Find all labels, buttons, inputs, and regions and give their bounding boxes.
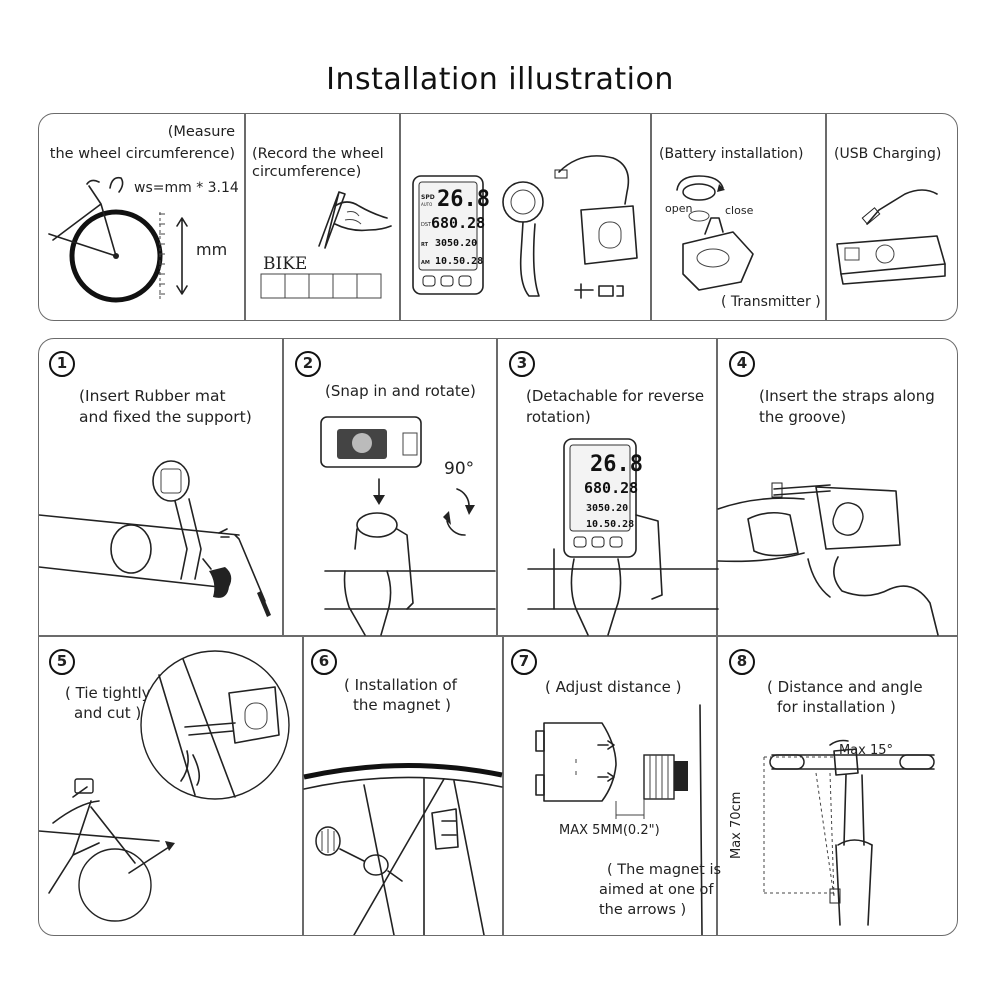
device-speed-readout: 26.8 [437,187,490,212]
device-tag-dst: DST [421,222,432,228]
step-7-number: 7 [511,649,537,675]
step-3-caption-1: (Detachable for reverse [526,387,705,405]
record-caption-1: (Record the wheel [252,146,384,162]
usb-charging-illustration [836,189,946,285]
step-2-angle: 90° [444,459,475,479]
step-8-number: 8 [729,649,755,675]
step-8-caption-1: ( Distance and angle [767,678,923,696]
step-6-caption-1: ( Installation of [344,676,457,694]
device-clock-readout: 10.50.28 [435,256,483,267]
step-5-illustration [39,650,290,922]
step-7-note-1: ( The magnet is [607,862,722,878]
step-3-ride-time-readout: 3050.20 [586,503,628,514]
step-6-caption-2: the magnet ) [353,696,451,714]
step-1-number: 1 [49,351,75,377]
top-panel: (Measure the wheel circumference) ws=mm … [38,113,958,321]
step-7-max-label: MAX 5MM(0.2") [559,823,660,838]
step-3-clock-readout: 10.50.28 [586,519,634,530]
battery-install-illustration [676,175,754,291]
step-2-caption-1: (Snap in and rotate) [325,382,476,400]
step-3-speed-readout: 26.8 [590,452,643,477]
step-5-caption-2: and cut ) [74,704,142,722]
step-8-caption-2: for installation ) [777,698,896,716]
device-tag-auto: AUTO [421,202,432,207]
measure-caption-2: the wheel circumference) [49,146,235,162]
page-title: Installation illustration [326,62,674,97]
step-2-illustration [320,416,496,636]
wheel-measure-illustration [48,176,188,303]
record-caption-2: circumference) [252,164,362,180]
battery-caption: (Battery installation) [659,146,804,162]
device-tag-am: AM [421,260,430,266]
step-4-number: 4 [729,351,755,377]
record-illustration [260,191,392,299]
wheel-formula: ws=mm * 3.14 [134,180,239,196]
wheel-unit: mm [196,240,228,259]
measure-caption-1: (Measure [167,124,235,140]
device-tag-spd: SPD [421,194,435,201]
step-7-caption-1: ( Adjust distance ) [545,678,682,696]
step-7-note-2: aimed at one of [599,882,714,898]
step-3-distance-readout: 680.28 [584,479,638,497]
step-6-number: 6 [311,649,337,675]
step-8-illustration [763,739,935,926]
device-kit-illustration: 26.8 SPD AUTO 680.28 DST 3050.20 RT 10.5… [412,155,638,299]
step-6-illustration [303,762,503,935]
steps-panel: 1 (Insert Rubber mat and fixed the suppo… [38,338,958,936]
step-5-caption-1: ( Tie tightly [65,684,151,702]
step-7-note-3: the arrows ) [599,902,687,918]
step-4-illustration [717,482,939,636]
step-1-caption-2: and fixed the support) [79,408,252,426]
device-tag-rt: RT [421,242,429,248]
step-4-caption-1: (Insert the straps along [759,387,935,405]
step-3-caption-2: rotation) [526,408,591,426]
step-1-caption-1: (Insert Rubber mat [79,387,226,405]
device-distance-readout: 680.28 [431,214,485,232]
step-4-caption-2: the groove) [759,408,847,426]
step-3-illustration: 26.8 680.28 3050.20 10.50.28 [527,438,719,636]
battery-open-label: open [665,202,693,215]
step-3-number: 3 [509,351,535,377]
usb-caption: (USB Charging) [834,146,942,162]
record-bike-label: BIKE [263,254,308,274]
device-ride-time-readout: 3050.20 [435,238,477,249]
step-1-illustration [39,460,271,617]
step-7-illustration [535,704,703,935]
step-5-number: 5 [49,649,75,675]
battery-close-label: close [725,204,754,217]
step-2-number: 2 [295,351,321,377]
transmitter-label: ( Transmitter ) [721,294,821,310]
